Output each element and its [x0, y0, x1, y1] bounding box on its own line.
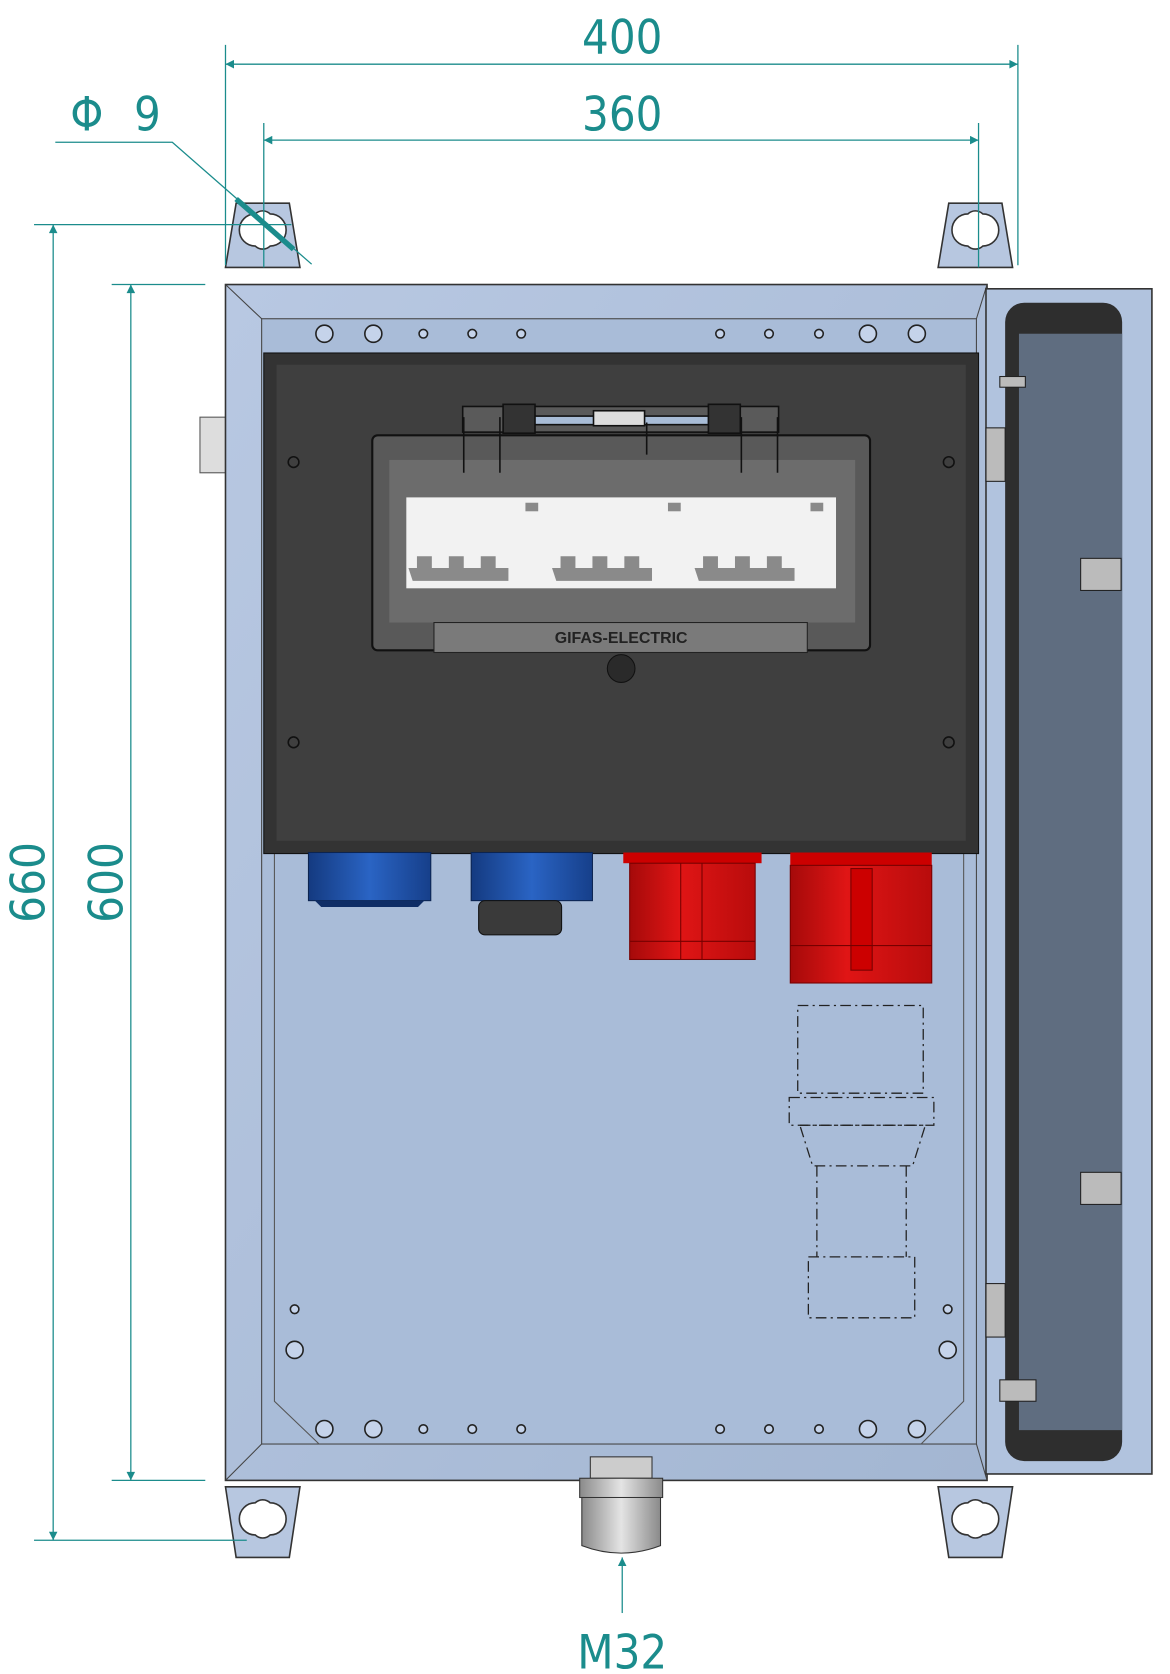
socket-blue-2: [470, 851, 593, 936]
breaker-window[interactable]: GIFAS-ELECTRIC: [371, 403, 872, 683]
door-bolts: [985, 375, 1122, 1402]
side-latch: [199, 416, 227, 474]
front-panel: GIFAS-ELECTRIC: [263, 352, 980, 855]
dim-400-label: 400: [582, 10, 662, 65]
dim-600-label: 600: [79, 842, 134, 923]
brand-label: GIFAS-ELECTRIC: [555, 630, 688, 647]
bracket-bottom-left: [224, 1486, 301, 1559]
window-hinge: [461, 403, 780, 473]
socket-red-2: [789, 852, 933, 984]
cable-gland-m32: [579, 1456, 664, 1554]
window-lock-knob: [606, 654, 636, 683]
frame-holes: [285, 324, 958, 1439]
mounting-brackets: [224, 202, 1014, 1559]
socket-red-1: [623, 852, 762, 961]
hole-diameter-label: 9: [134, 87, 161, 142]
gland-label: M32: [577, 1626, 667, 1674]
dim-660-label: 660: [2, 842, 57, 923]
plug-outline-hidden: [788, 1004, 935, 1319]
socket-blue-1: [307, 851, 432, 908]
dimensions: [34, 44, 1019, 1614]
hole-diameter-symbol: Φ: [70, 87, 103, 142]
dim-360-label: 360: [582, 87, 662, 142]
bracket-top-left: [224, 202, 301, 269]
bracket-bottom-right: [937, 1486, 1014, 1559]
enclosure-door[interactable]: [985, 288, 1153, 1475]
bracket-top-right: [937, 202, 1014, 269]
